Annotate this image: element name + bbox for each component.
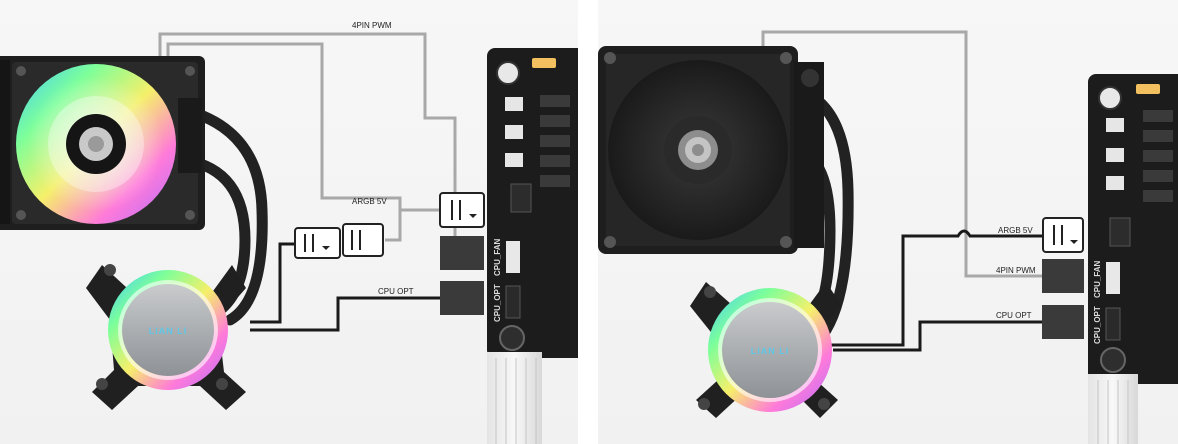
debug-button xyxy=(505,153,523,167)
argb-cable-label: ARGB 5V xyxy=(998,226,1033,235)
screw-icon xyxy=(16,210,26,220)
cpu-opt-header xyxy=(1105,307,1121,341)
argb-adapter-connector xyxy=(294,223,384,259)
cpu-fan-header xyxy=(506,241,520,273)
status-led xyxy=(532,58,556,68)
argb-aio-wiring-panel: CPU_FAN CPU_OPT xyxy=(0,0,578,444)
pwm-cable-label: 4PIN PWM xyxy=(352,21,392,30)
argb-cable-label: ARGB 5V xyxy=(352,197,387,206)
pwm-connector xyxy=(440,236,484,270)
debug-button xyxy=(1106,176,1124,190)
pwm-cable xyxy=(158,32,457,248)
status-led xyxy=(1136,84,1160,94)
screw-icon xyxy=(604,52,616,64)
screw-icon xyxy=(185,210,195,220)
cpu-opt-cable-label: CPU OPT xyxy=(996,311,1032,320)
cpu-opt-connector xyxy=(440,281,484,315)
cables xyxy=(761,30,1043,352)
argb-cable xyxy=(166,42,402,242)
argb-header xyxy=(510,183,532,213)
standard-aio-wiring-panel: CPU_FAN CPU_OPT ARGB 5V 4PIN PWM CPU O xyxy=(598,0,1178,444)
cpu-fan-header-label: CPU_FAN xyxy=(493,238,502,276)
pump-head: LIAN LI xyxy=(86,264,246,410)
motherboard: CPU_FAN CPU_OPT xyxy=(487,48,578,444)
argb-cable xyxy=(828,229,1043,347)
cpu-opt-cable xyxy=(250,296,440,332)
cpu-opt-header-label: CPU_OPT xyxy=(493,284,502,322)
pwm-cable xyxy=(761,30,1042,278)
pump-head: LIAN LI xyxy=(690,282,842,418)
argb-header-connector xyxy=(439,192,485,228)
cpu-fan-header-label: CPU_FAN xyxy=(1093,260,1102,298)
pump-logo: LIAN LI xyxy=(149,326,188,336)
motherboard-io-shield xyxy=(1088,374,1138,444)
motherboard-io-shield xyxy=(487,352,542,444)
screw-icon xyxy=(16,66,26,76)
cpu-opt-header-label: CPU_OPT xyxy=(1093,306,1102,344)
pump-logo: LIAN LI xyxy=(751,346,790,356)
mounting-hole xyxy=(496,61,520,85)
panel-divider xyxy=(578,0,598,444)
pump-cap xyxy=(122,284,214,376)
cpu-opt-header xyxy=(505,285,521,319)
cpu-opt-cable-label: CPU OPT xyxy=(378,287,414,296)
debug-button xyxy=(505,125,523,139)
screw-icon xyxy=(604,236,616,248)
mounting-hole xyxy=(1098,86,1122,110)
debug-button xyxy=(1106,118,1124,132)
argb-header xyxy=(1109,217,1131,247)
debug-button xyxy=(505,97,523,111)
radiator xyxy=(0,56,205,230)
cables xyxy=(158,32,457,332)
debug-button xyxy=(1106,148,1124,162)
radiator xyxy=(598,46,824,254)
screw-icon xyxy=(780,52,792,64)
cpu-opt-cable xyxy=(833,320,1042,352)
pwm-connector xyxy=(1042,259,1084,293)
argb-header-connector xyxy=(1042,217,1084,253)
cpu-fan-header xyxy=(1106,262,1120,294)
pwm-cable-label: 4PIN PWM xyxy=(996,266,1036,275)
pump-cap xyxy=(722,302,818,398)
screw-icon xyxy=(185,66,195,76)
argb-lead xyxy=(250,242,300,324)
motherboard: CPU_FAN CPU_OPT xyxy=(1088,74,1178,444)
standard-aio-wiring-diagram: CPU_FAN CPU_OPT ARGB 5V 4PIN PWM CPU O xyxy=(598,30,1178,444)
argb-aio-wiring-diagram: CPU_FAN CPU_OPT xyxy=(0,21,578,444)
cpu-opt-connector xyxy=(1042,305,1084,339)
screw-icon xyxy=(780,236,792,248)
